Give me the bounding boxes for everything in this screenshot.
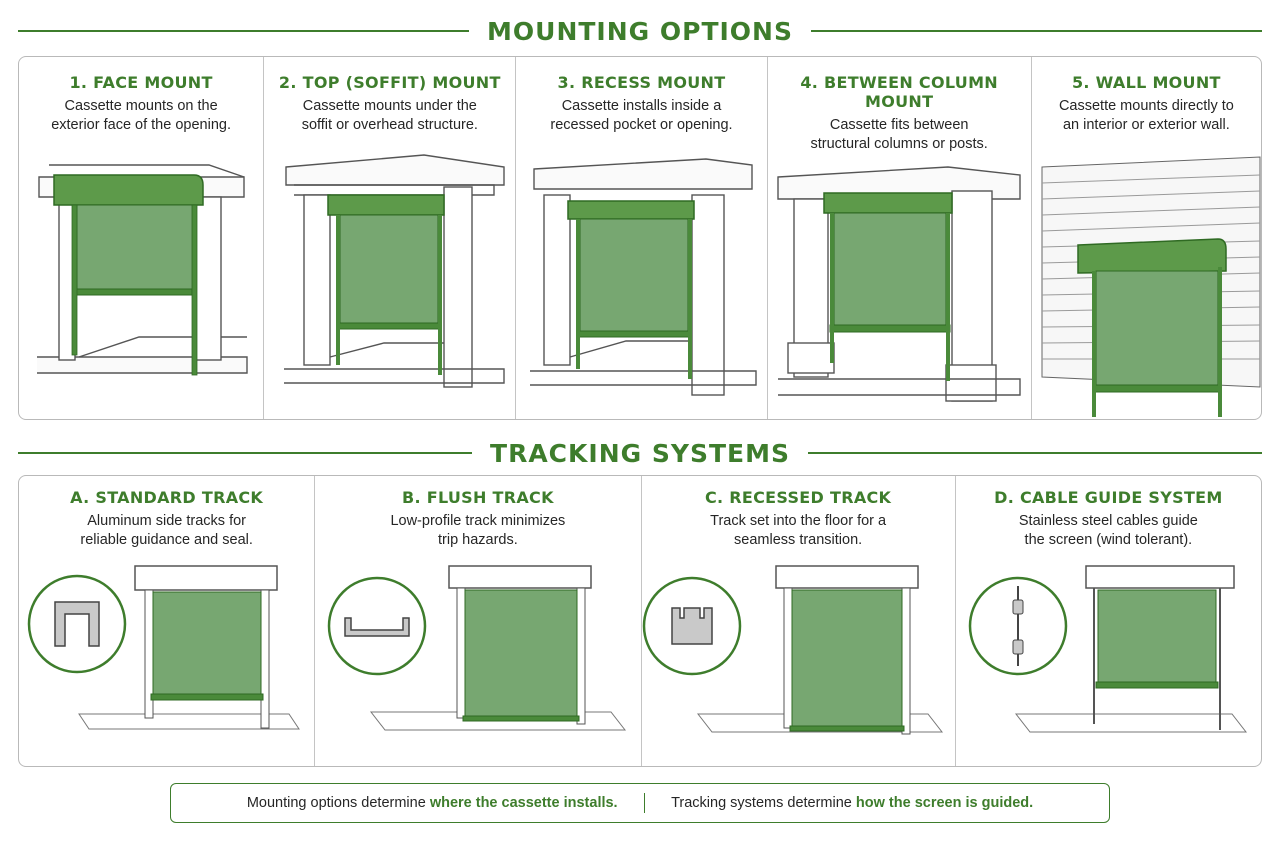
flush-track-profile-icon [344,617,411,637]
mount-title: 5. WALL MOUNT [1071,73,1221,92]
header-rule-left [18,452,473,454]
summary-note: Mounting options determine where the cas… [170,783,1110,823]
mounting-options-header: MOUNTING OPTIONS [18,16,1262,46]
column-mount-illustration [776,166,1021,402]
tracking-systems-panel: A. STANDARD TRACK Aluminum side tracks f… [18,475,1262,767]
track-card-flush: B. FLUSH TRACK Low-profile track minimiz… [315,476,642,766]
mounting-summary: Mounting options determine where the cas… [246,795,618,811]
mount-title: 4. BETWEEN COLUMN MOUNT [800,73,998,111]
track-profile-circle [328,576,427,676]
section-title-tracking: TRACKING SYSTEMS [490,438,790,468]
flush-track-illustration [328,565,627,731]
mount-card-recess: 3. RECESS MOUNT Cassette installs inside… [516,57,768,419]
mount-card-column: 4. BETWEEN COLUMN MOUNT Cassette fits be… [768,57,1032,419]
track-title: C. RECESSED TRACK [704,488,892,507]
track-profile-circle [27,574,127,674]
mount-title: 2. TOP (SOFFIT) MOUNT [278,73,501,92]
track-title: A. STANDARD TRACK [70,488,264,507]
recessed-track-illustration [642,565,943,735]
recessed-track-profile-icon [670,607,713,645]
recess-mount-illustration [530,158,758,396]
track-card-recessed: C. RECESSED TRACK Track set into the flo… [642,476,956,766]
mount-card-wall: 5. WALL MOUNT Cassette mounts directly t… [1032,57,1261,419]
soffit-mount-illustration [284,154,505,388]
track-card-standard: A. STANDARD TRACK Aluminum side tracks f… [19,476,316,766]
track-title: D. CABLE GUIDE SYSTEM [994,488,1223,507]
wall-mount-illustration [1041,156,1261,417]
header-rule-right [810,30,1262,32]
standard-track-illustration [27,565,300,730]
cable-guide-illustration [968,565,1247,733]
header-rule-right [807,452,1263,454]
header-rule-left [18,30,470,32]
standard-track-profile-icon [54,601,100,647]
face-mount-illustration [37,164,248,376]
track-card-cable: D. CABLE GUIDE SYSTEM Stainless steel ca… [956,476,1261,766]
mount-card-soffit: 2. TOP (SOFFIT) MOUNT Cassette mounts un… [264,57,517,419]
section-title-mounting: MOUNTING OPTIONS [487,16,793,46]
mount-title: 1. FACE MOUNT [69,73,213,92]
cable-guide-icon [1012,586,1024,666]
summary-divider [643,793,646,813]
mount-title: 3. RECESS MOUNT [557,73,726,92]
tracking-systems-header: TRACKING SYSTEMS [18,438,1263,468]
tracking-summary: Tracking systems determine how the scree… [671,795,1034,811]
track-title: B. FLUSH TRACK [401,488,554,507]
